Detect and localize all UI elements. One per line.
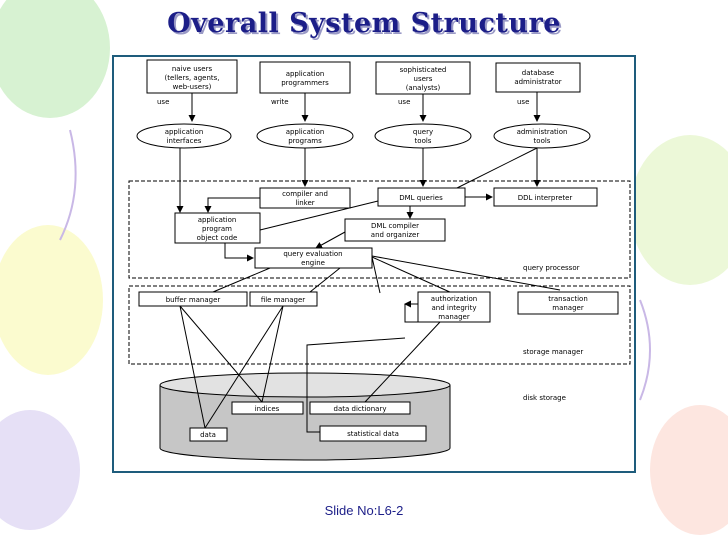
verb-use-naive-users: use [157, 98, 169, 106]
svg-text:database: database [522, 69, 554, 77]
svg-text:application: application [286, 128, 325, 136]
balloon-string [59, 129, 77, 241]
svg-text:data dictionary: data dictionary [334, 405, 387, 413]
svg-text:sophisticated: sophisticated [400, 66, 447, 74]
connection-lines [176, 92, 561, 433]
box-application-program-object-code: application program object code [174, 212, 261, 244]
svg-text:administration: administration [517, 128, 568, 136]
svg-text:DML compiler: DML compiler [371, 222, 419, 230]
oval-administration-tools: administration tools [493, 123, 591, 149]
oval-application-interfaces: application interfaces [136, 123, 232, 149]
box-statistical-data: statistical data [319, 425, 427, 442]
user-box-sophisticated-users: sophisticated users (analysts) [375, 61, 471, 95]
svg-text:and organizer: and organizer [371, 231, 420, 239]
user-box-application-programmers: application programmers [259, 61, 351, 94]
svg-text:web-users): web-users) [173, 83, 212, 91]
oval-query-tools: query tools [374, 123, 472, 149]
svg-text:DDL interpreter: DDL interpreter [518, 194, 573, 202]
query-processor-region [128, 180, 631, 279]
balloon-shape [0, 0, 110, 118]
svg-text:query evaluation: query evaluation [283, 250, 342, 258]
box-indices: indices [231, 401, 304, 415]
svg-text:application: application [165, 128, 204, 136]
svg-text:manager: manager [438, 313, 470, 321]
svg-text:authorization: authorization [431, 295, 477, 303]
box-file-manager: file manager [249, 291, 318, 307]
svg-text:transaction: transaction [548, 295, 588, 303]
svg-text:application: application [198, 216, 237, 224]
svg-text:indices: indices [255, 405, 280, 413]
box-dml-compiler-and-organizer: DML compiler and organizer [344, 218, 446, 242]
svg-text:DML queries: DML queries [399, 194, 443, 202]
box-compiler-and-linker: compiler and linker [259, 187, 351, 209]
svg-text:interfaces: interfaces [167, 137, 202, 145]
slide-title: Overall System Structure [167, 8, 561, 39]
label-storage-manager: storage manager [523, 348, 583, 356]
user-box-naive-users: naive users (tellers, agents, web-users) [146, 59, 238, 94]
balloon-shape [0, 410, 80, 530]
svg-text:naive users: naive users [172, 65, 213, 73]
box-buffer-manager: buffer manager [138, 291, 248, 307]
svg-text:(tellers, agents,: (tellers, agents, [164, 74, 219, 82]
svg-text:tools: tools [415, 137, 432, 145]
balloon-shape [650, 405, 728, 535]
verb-write-programmers: write [271, 98, 289, 106]
balloon-shape [0, 225, 103, 375]
box-data: data [189, 427, 228, 442]
oval-application-programs: application programs [256, 123, 354, 149]
svg-text:query: query [413, 128, 433, 136]
svg-text:file manager: file manager [261, 296, 305, 304]
box-data-dictionary: data dictionary [309, 401, 411, 415]
svg-text:manager: manager [552, 304, 584, 312]
label-disk-storage: disk storage [523, 394, 566, 402]
box-query-evaluation-engine: query evaluation engine [254, 247, 373, 269]
svg-text:programs: programs [288, 137, 322, 145]
svg-text:tools: tools [534, 137, 551, 145]
verb-use-sophisticated-users: use [398, 98, 410, 106]
storage-manager-region [128, 285, 631, 365]
svg-text:users: users [414, 75, 433, 83]
box-ddl-interpreter: DDL interpreter [493, 187, 598, 207]
box-transaction-manager: transaction manager [517, 291, 619, 315]
svg-text:(analysts): (analysts) [406, 84, 441, 92]
user-box-database-administrator: database administrator [495, 62, 581, 93]
verb-use-administrator: use [517, 98, 529, 106]
disk-cylinder [159, 372, 451, 461]
svg-text:administrator: administrator [514, 78, 561, 86]
box-authorization-and-integrity-manager: authorization and integrity manager [417, 291, 491, 323]
svg-text:object code: object code [197, 234, 238, 242]
box-dml-queries: DML queries [377, 187, 466, 207]
svg-text:buffer manager: buffer manager [166, 296, 221, 304]
svg-text:engine: engine [301, 259, 325, 267]
svg-text:data: data [200, 431, 216, 439]
svg-text:application: application [286, 70, 325, 78]
svg-text:compiler and: compiler and [282, 190, 328, 198]
balloon-shape [630, 135, 728, 285]
label-query-processor: query processor [523, 264, 580, 272]
slide-footer: Slide No:L6-2 [324, 503, 404, 518]
svg-text:linker: linker [295, 199, 314, 207]
svg-text:and integrity: and integrity [432, 304, 477, 312]
svg-text:program: program [202, 225, 232, 233]
balloon-string [639, 299, 651, 401]
svg-text:statistical data: statistical data [347, 430, 399, 438]
svg-text:programmers: programmers [281, 79, 329, 87]
